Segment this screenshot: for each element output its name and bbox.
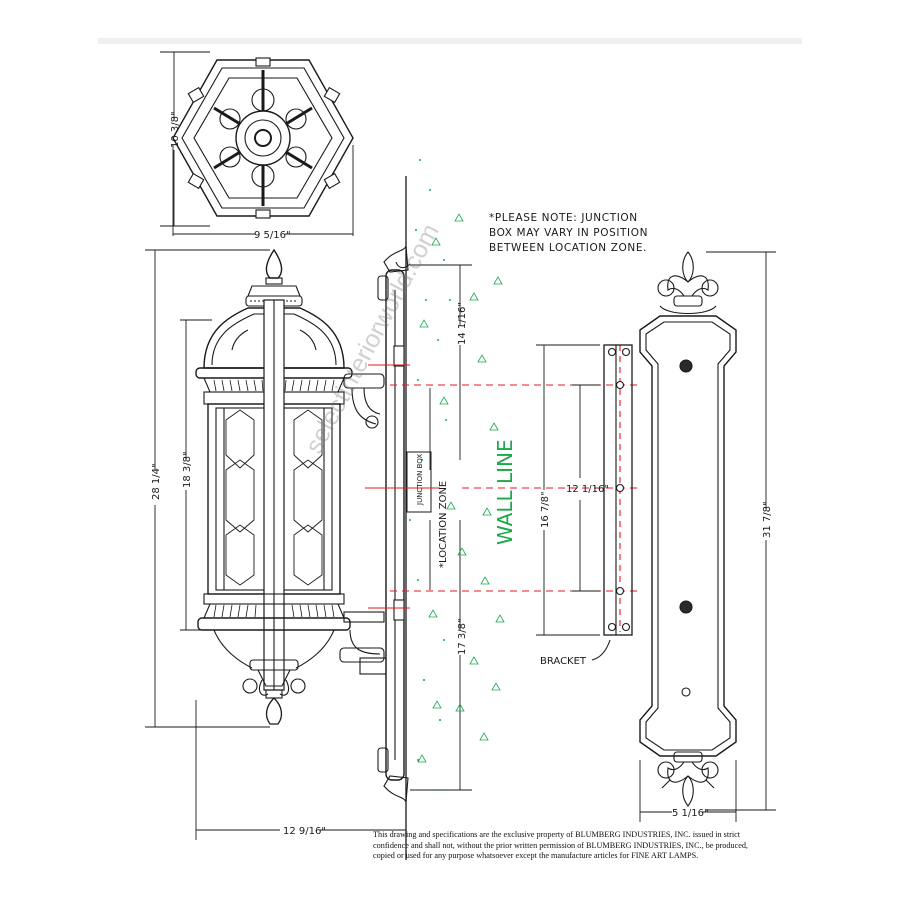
junction-box-label: JUNCTION BOX xyxy=(416,454,424,506)
legal-notice: This drawing and specifications are the … xyxy=(373,830,813,862)
dim-mount-spacing: 12 1/16" xyxy=(566,484,609,495)
backplate-dimensions xyxy=(639,251,776,822)
wall-hatching xyxy=(417,213,505,763)
junction-box-outline xyxy=(406,451,432,513)
bracket xyxy=(591,344,633,661)
location-zone-label: *LOCATION ZONE xyxy=(438,481,449,568)
dim-overall-height: 28 1/4" xyxy=(151,463,162,500)
dim-upper-to-zone: 14 1/16" xyxy=(457,302,468,345)
legal-line-1: This drawing and specifications are the … xyxy=(373,830,741,839)
top-view-dimensions xyxy=(160,51,354,236)
bracket-dimensions xyxy=(536,344,600,636)
dim-lower-to-zone: 17 3/8" xyxy=(457,618,468,655)
note-line-1: *PLEASE NOTE: JUNCTION xyxy=(489,212,638,224)
wall-dots xyxy=(409,159,451,791)
dim-backplate-height: 31 7/8" xyxy=(762,501,773,538)
lantern-elevation xyxy=(195,248,387,725)
backplate-front xyxy=(639,251,737,807)
dim-projection: 12 9/16" xyxy=(283,826,326,837)
wall-line-label: WALL LINE xyxy=(493,439,517,545)
legal-line-3: copied or used for any purpose whatsoeve… xyxy=(373,851,699,861)
bracket-label: BRACKET xyxy=(540,656,587,667)
side-backplate xyxy=(377,245,411,803)
note-line-3: BETWEEN LOCATION ZONE. xyxy=(489,242,647,254)
lantern-dimensions xyxy=(145,249,407,840)
note-line-2: BOX MAY VARY IN POSITION xyxy=(489,227,649,239)
top-divider xyxy=(98,38,802,44)
legal-line-2: confidence and shall not, without the pr… xyxy=(373,840,748,850)
dim-bracket-height: 16 7/8" xyxy=(540,491,551,528)
dim-top-width: 9 5/16" xyxy=(254,230,291,241)
wall-dimensions xyxy=(410,264,472,791)
dimension-labels: 10 3/8" 9 5/16" 28 1/4" 18 3/8" 14 1/16"… xyxy=(151,111,773,837)
dim-top-depth: 10 3/8" xyxy=(170,111,181,148)
dim-backplate-width: 5 1/16" xyxy=(672,808,709,819)
dim-lantern-height: 18 3/8" xyxy=(182,451,193,488)
top-view xyxy=(172,57,354,219)
junction-box-note: *PLEASE NOTE: JUNCTION BOX MAY VARY IN P… xyxy=(489,211,679,256)
